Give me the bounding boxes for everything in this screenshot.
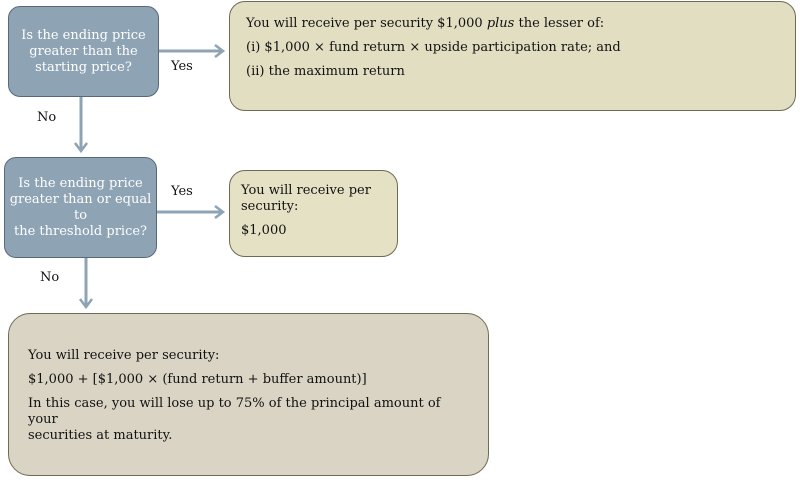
decision1-line1: Is the ending price [21,27,146,43]
decision2-line2: greater than or equal to [9,191,152,223]
result1-line3: (ii) the maximum return [246,64,405,79]
label-no-1: No [37,110,57,125]
arrowhead-no-1 [74,142,88,154]
result-box-upside: You will receive per security $1,000 plu… [229,1,796,111]
decision-box-threshold-price: Is the ending price greater than or equa… [4,157,157,258]
result3-line1: You will receive per security: [28,348,220,363]
arrowhead-no-2 [79,298,93,310]
result2-line1: You will receive per [241,183,371,198]
arrowhead-yes-2 [214,205,226,219]
result-box-principal: You will receive per security: $1,000 [229,170,398,257]
decision2-line1: Is the ending price [18,175,143,191]
result1-line1: You will receive per security $1,000 plu… [246,16,605,31]
result1-line2: (i) $1,000 × fund return × upside partic… [246,40,621,55]
result-box-loss: You will receive per security: $1,000 + … [8,313,489,476]
result3-line3: In this case, you will lose up to 75% of… [28,396,441,427]
result3-line4: securities at maturity. [28,428,173,443]
decision1-line2: greater than the [29,43,138,59]
result2-line3: $1,000 [241,223,287,238]
arrowhead-yes-1 [214,44,226,58]
decision-box-starting-price: Is the ending price greater than the sta… [8,6,159,97]
result3-line2: $1,000 + [$1,000 × (fund return + buffer… [28,372,367,387]
label-yes-2: Yes [171,184,193,199]
result2-line2: security: [241,199,299,214]
decision2-line3: the threshold price? [13,223,148,239]
label-no-2: No [40,270,60,285]
label-yes-1: Yes [171,59,193,74]
decision1-line3: starting price? [35,59,132,75]
